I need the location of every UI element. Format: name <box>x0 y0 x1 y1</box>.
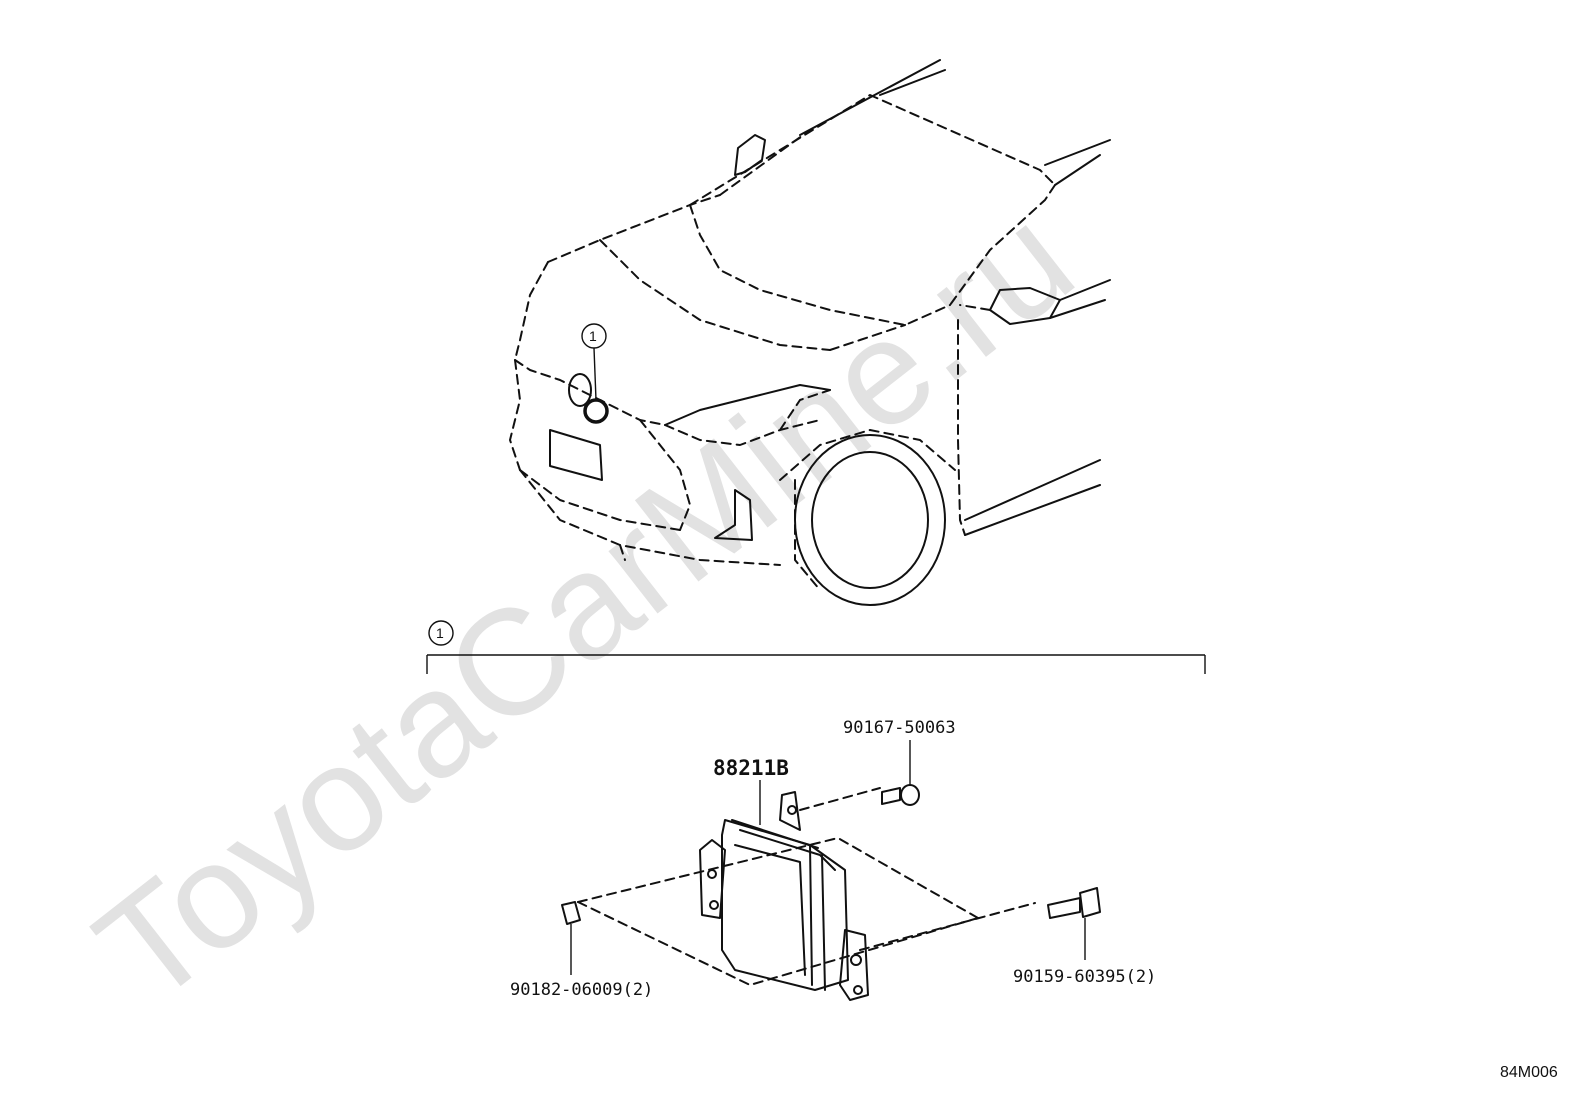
callout-number-car: 1 <box>589 328 597 344</box>
callout-marker-car[interactable]: 1 <box>581 323 609 424</box>
part-label-main-unit[interactable]: 88211B <box>713 756 789 780</box>
part-label-screw-top[interactable]: 90167-50063 <box>843 718 956 738</box>
part-label-clip-left[interactable]: 90182-06009(2) <box>510 980 653 1000</box>
car-outline-icon <box>509 59 1111 606</box>
part-label-bolt-right[interactable]: 90159-60395(2) <box>1013 967 1156 987</box>
section-bracket: 1 <box>426 620 1206 674</box>
radar-sensor-icon[interactable] <box>699 780 869 1001</box>
figure-reference: 84M006 <box>1500 1064 1558 1081</box>
nut-clip-icon[interactable] <box>561 901 581 975</box>
screw-icon[interactable] <box>881 740 920 806</box>
bolt-icon[interactable] <box>1047 887 1101 960</box>
callout-number-section: 1 <box>436 625 444 641</box>
